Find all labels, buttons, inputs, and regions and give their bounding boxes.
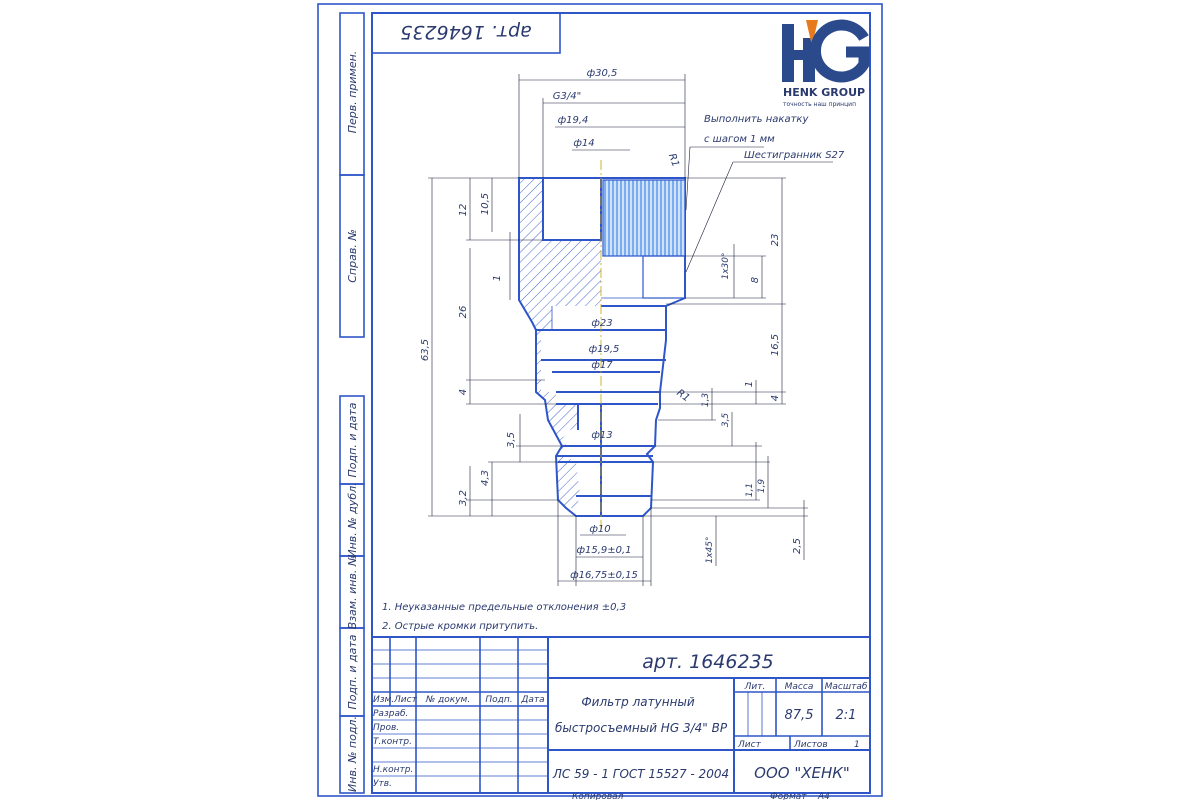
row-prov: Пров. bbox=[373, 723, 399, 733]
note-1: 1. Неуказанные предельные отклонения ±0,… bbox=[382, 602, 626, 613]
dim-d30-5: ф30,5 bbox=[587, 68, 618, 79]
value-mass: 87,5 bbox=[785, 708, 814, 723]
dim-d23: ф23 bbox=[591, 318, 612, 329]
dim-h1-right: 1 bbox=[744, 381, 755, 387]
label-sheet: Лист bbox=[737, 740, 762, 750]
dim-g3-4: G3/4" bbox=[553, 91, 581, 102]
note-2: 2. Острые кромки притупить. bbox=[382, 621, 538, 632]
dim-h12: 12 bbox=[458, 204, 469, 217]
dim-h4-left: 4 bbox=[458, 389, 469, 395]
dim-r1-mid: R1 bbox=[674, 388, 691, 405]
dim-h3-2: 3,2 bbox=[458, 490, 469, 506]
dim-h4-right: 4 bbox=[770, 395, 781, 401]
title-name-line2: быстросъемный HG 3/4" ВР bbox=[555, 721, 728, 735]
dim-chamfer-1x30: 1х30° bbox=[721, 252, 731, 279]
title-article: арт. 1646235 bbox=[642, 651, 773, 673]
sheet-outer-border bbox=[317, 3, 883, 797]
dim-h1-1: 1,1 bbox=[745, 483, 755, 497]
dim-d17: ф17 bbox=[591, 360, 613, 371]
label-inv-dubl: Инв. № дубл. bbox=[346, 482, 359, 557]
dim-d14: ф14 bbox=[573, 138, 594, 149]
label-mass: Масса bbox=[785, 682, 814, 692]
left-column: Перв. примен. Справ. № Подп. и дата Инв.… bbox=[339, 12, 365, 794]
row-tkontr: Т.контр. bbox=[373, 737, 412, 747]
dim-d15-9: ф15,9±0,1 bbox=[576, 545, 631, 556]
label-inv-podl: Инв. № подл. bbox=[346, 716, 359, 792]
col-list: Лист bbox=[393, 695, 418, 705]
note-hex: Шестигранник S27 bbox=[744, 150, 845, 161]
dim-h1-9: 1,9 bbox=[757, 479, 767, 494]
row-razrab: Разраб. bbox=[373, 709, 408, 719]
dimensions: ф30,5 G3/4" ф19,4 ф14 R1 Выполнить накат… bbox=[420, 68, 845, 586]
dim-d13: ф13 bbox=[591, 430, 612, 441]
dim-h10-5: 10,5 bbox=[480, 193, 491, 215]
dim-h1-3: 1,3 bbox=[701, 393, 711, 408]
col-date: Дата bbox=[520, 695, 544, 705]
dim-h1-left: 1 bbox=[492, 275, 503, 281]
hex-zone bbox=[642, 255, 686, 299]
stamp-article-text: арт. 1646235 bbox=[400, 21, 531, 43]
dim-h16-5: 16,5 bbox=[770, 334, 781, 356]
label-vzam-inv: Взам. инв. № bbox=[346, 555, 359, 630]
logo-slogan: точность наш принцип bbox=[783, 101, 856, 108]
dim-h4-3: 4,3 bbox=[480, 470, 491, 486]
knurl-zone bbox=[602, 179, 686, 257]
dim-chamfer-1x45: 1х45° bbox=[705, 536, 715, 563]
dim-h3-5-left: 3,5 bbox=[506, 432, 517, 448]
dim-h23: 23 bbox=[770, 234, 781, 247]
dim-d10: ф10 bbox=[589, 524, 610, 535]
note-knurl-1: Выполнить накатку bbox=[704, 114, 809, 125]
title-name-line1: Фильтр латунный bbox=[581, 695, 695, 709]
col-izm: Изм. bbox=[373, 695, 394, 705]
footer-format-label: Формат bbox=[770, 792, 807, 800]
value-scale: 2:1 bbox=[836, 708, 857, 723]
label-podp-data-2: Подп. и дата bbox=[346, 634, 359, 709]
henk-group-logo: HENK GROUP точность наш принцип bbox=[782, 19, 870, 108]
title-block: Изм. Лист № докум. Подп. Дата Разраб. Пр… bbox=[371, 636, 871, 794]
dim-d16-75: ф16,75±0,15 bbox=[570, 570, 638, 581]
label-sprav-no: Справ. № bbox=[346, 229, 359, 283]
dim-h8: 8 bbox=[750, 277, 761, 283]
col-sign: Подп. bbox=[485, 695, 512, 705]
section-hatch bbox=[519, 178, 601, 508]
label-scale: Масштаб bbox=[825, 682, 868, 692]
dim-d19-4: ф19,4 bbox=[558, 115, 589, 126]
title-company: ООО "ХЕНК" bbox=[754, 764, 850, 782]
label-perv-primen: Перв. примен. bbox=[346, 51, 359, 134]
dim-r1-top: R1 bbox=[666, 152, 681, 168]
article-stamp: арт. 1646235 bbox=[371, 12, 561, 54]
bore-outline bbox=[542, 178, 602, 241]
row-nkontr: Н.контр. bbox=[373, 765, 413, 775]
dim-h2-5: 2,5 bbox=[792, 538, 803, 554]
title-material: ЛС 59 - 1 ГОСТ 15527 - 2004 bbox=[552, 767, 729, 781]
dim-h26: 26 bbox=[458, 306, 469, 319]
dim-h3-5-right: 3,5 bbox=[721, 413, 731, 428]
note-knurl-2: с шагом 1 мм bbox=[704, 134, 775, 145]
col-doc: № докум. bbox=[425, 695, 470, 705]
row-utv: Утв. bbox=[373, 779, 392, 789]
footer-copied: Копировал bbox=[572, 792, 624, 800]
logo-company-name: HENK GROUP bbox=[783, 86, 865, 99]
value-sheets: 1 bbox=[854, 740, 860, 750]
dim-h63-5: 63,5 bbox=[420, 339, 431, 361]
dim-d19-5: ф19,5 bbox=[589, 344, 620, 355]
footer-format: А4 bbox=[817, 792, 830, 800]
label-sheets: Листов bbox=[793, 740, 828, 750]
label-podp-data-1: Подп. и дата bbox=[346, 402, 359, 477]
label-lit: Лит. bbox=[744, 682, 766, 692]
